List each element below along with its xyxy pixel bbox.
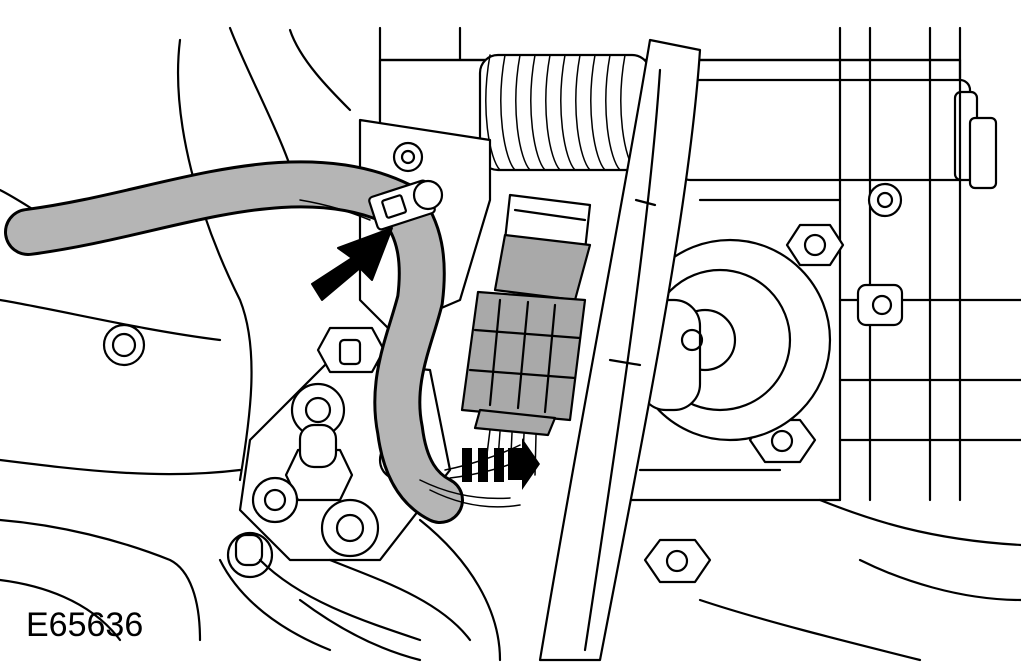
- plate-washer-bottom: [320, 498, 380, 558]
- bolt-hole-left: [102, 323, 146, 367]
- electrical-connector: [460, 193, 592, 477]
- figure-id-label: E65636: [26, 606, 144, 644]
- solid-arrow-icon: [311, 227, 393, 301]
- plate-washer-lower: [251, 476, 299, 524]
- shaft-assembly: [378, 53, 998, 190]
- plate-stud: [298, 423, 338, 469]
- harness-clip: [368, 179, 444, 231]
- cross-shaft: [678, 78, 972, 182]
- frame-bolt-upper: [867, 182, 903, 218]
- background-housing: [0, 26, 1021, 662]
- frame-nut-bottom: [643, 538, 712, 584]
- bracket-bolt: [392, 141, 424, 173]
- dashed-arrow-icon: [462, 438, 540, 490]
- return-spring: [478, 53, 652, 172]
- shaft-end-nut: [968, 116, 998, 190]
- brake-pedal-arm: [538, 38, 702, 662]
- frame-nut-top: [785, 223, 845, 267]
